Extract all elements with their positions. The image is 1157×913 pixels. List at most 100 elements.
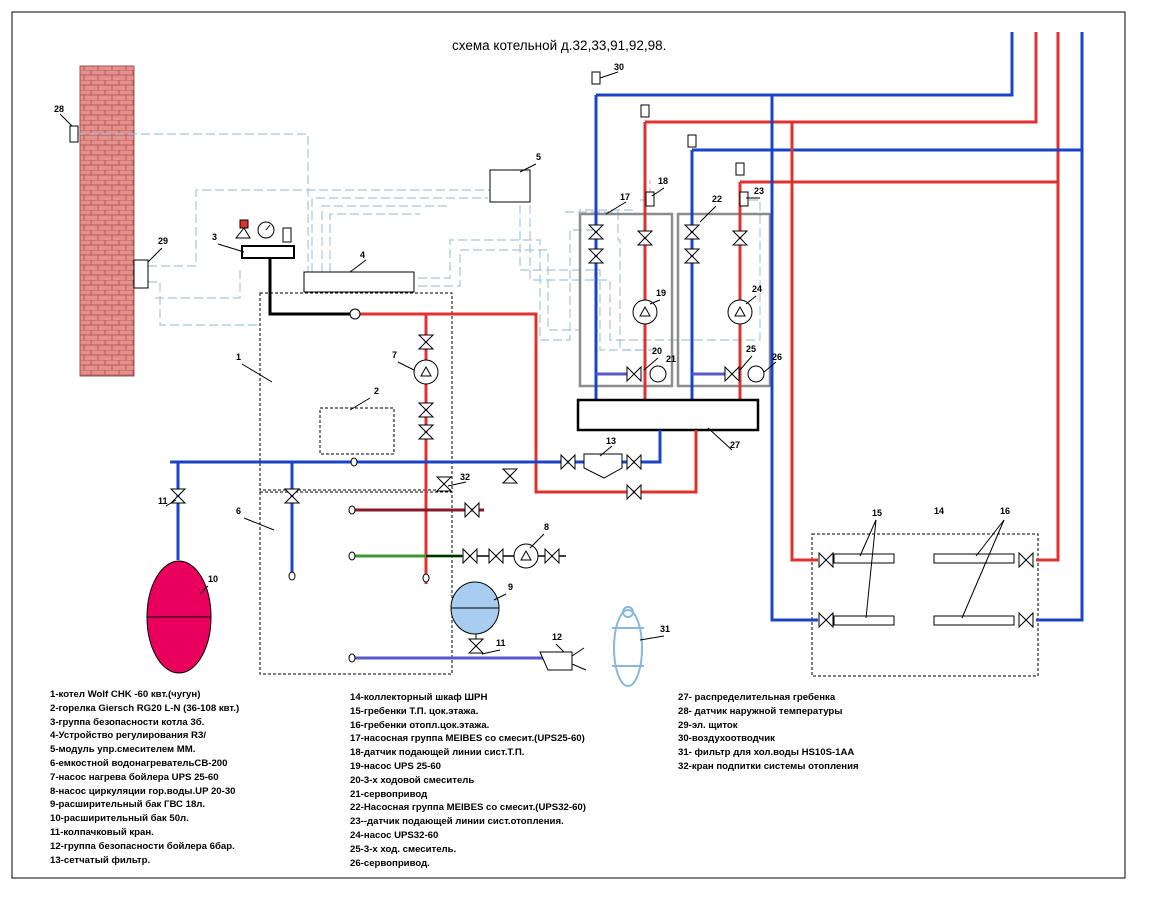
label-21: 21 <box>666 354 676 364</box>
leader-line <box>599 445 613 457</box>
legend-item: 24-насос UPS32-60 <box>350 829 439 841</box>
pump-group-pipes <box>594 95 742 400</box>
legend-item: 28- датчик наружной температуры <box>678 705 843 717</box>
legend-item: 29-эл. щиток <box>678 719 738 731</box>
pump-icon <box>727 299 753 325</box>
leader-line <box>241 363 273 383</box>
leader-line <box>147 247 163 263</box>
control-device-4 <box>303 271 415 293</box>
label-29: 29 <box>158 236 168 246</box>
valve-icon <box>587 224 605 240</box>
label-2: 2 <box>374 386 379 396</box>
legend-item: 19-насос UPS 25-60 <box>350 760 441 772</box>
pump-triangle-icon <box>734 305 746 317</box>
pump-triangle-icon <box>420 365 432 377</box>
valve-icon <box>544 547 560 565</box>
leader-line <box>643 357 659 371</box>
valve-icon <box>283 488 301 504</box>
pump-icon <box>413 359 439 385</box>
label-17: 17 <box>620 192 630 202</box>
pumps <box>413 299 765 569</box>
pump-triangle-icon <box>639 305 651 317</box>
valve-icon <box>626 483 642 501</box>
label-4: 4 <box>360 250 365 260</box>
burner-2-outline <box>319 407 395 455</box>
leader-line <box>217 243 245 253</box>
valve-icon <box>488 547 504 565</box>
boiler-safety-group-3 <box>234 219 295 259</box>
outer-frame <box>11 11 1126 879</box>
legend-column-1: 1-котел Wolf CHK -60 квт.(чугун)2-горелк… <box>50 688 239 867</box>
leader-line <box>961 519 1005 619</box>
valve-icon <box>560 453 576 471</box>
legend-item: 31- фильтр для хол.воды HS10S-1AA <box>678 747 855 759</box>
pump-group-17-frame <box>578 212 674 388</box>
valve-icon <box>169 488 187 504</box>
leader-line <box>599 71 619 79</box>
label-15: 15 <box>872 508 882 518</box>
label-11b: 11 <box>496 638 506 648</box>
valve-icon <box>626 365 642 383</box>
legend-item: 26-сервопривод. <box>350 857 430 869</box>
valve-icon <box>731 230 749 246</box>
sensors-top <box>591 71 749 207</box>
pump-icon <box>513 543 539 569</box>
label-6: 6 <box>236 506 241 516</box>
valve-icon <box>724 365 740 383</box>
legend-item: 22-Насосная группа MEIBES со смесит.(UPS… <box>350 802 586 814</box>
label-7: 7 <box>392 350 397 360</box>
legend-item: 5-модуль упр.смесителем MM. <box>50 744 196 756</box>
label-22: 22 <box>712 194 722 204</box>
legend-item: 9-расширительный бак ГВС 18л. <box>50 799 206 811</box>
label-24: 24 <box>752 284 762 294</box>
legend-item: 4-Устройство регулирования R3/ <box>50 730 206 742</box>
leader-line <box>59 113 73 127</box>
valve-icon <box>587 248 605 264</box>
leader-line <box>707 427 733 451</box>
valve-icon <box>417 334 435 350</box>
leader-line <box>763 361 777 373</box>
legend-item: 32-кран подпитки системы отопления <box>678 760 859 772</box>
pump-group-22-frame <box>676 212 772 388</box>
label-3: 3 <box>212 232 217 242</box>
pump-icon <box>632 299 658 325</box>
label-9: 9 <box>508 582 513 592</box>
legend-item: 17-насосная группа MEIBES со смесит.(UPS… <box>350 733 585 745</box>
leader-line <box>519 163 537 173</box>
legend-item: 18-датчик подающей линии сист.Т.П. <box>350 747 525 759</box>
electric-panel-29 <box>133 259 149 289</box>
legend-item: 30-воздухоотводчик <box>678 733 775 745</box>
valve-icon <box>626 453 642 471</box>
leader-line <box>529 533 545 549</box>
valve-icon <box>818 551 834 569</box>
outer-wall <box>79 65 135 377</box>
servo-icon <box>747 365 765 383</box>
label-19: 19 <box>656 288 666 298</box>
label-28: 28 <box>54 104 64 114</box>
leader-line <box>447 481 467 487</box>
mesh-filter-13 <box>583 453 623 479</box>
valve-icon <box>417 402 435 418</box>
leader-line <box>865 519 877 619</box>
legend-item: 13-сетчатый фильтр. <box>50 854 151 866</box>
valve-icon <box>435 476 453 492</box>
leader-line <box>739 355 753 371</box>
legend-item: 12-группа безопасности бойлера 6бар. <box>50 840 235 852</box>
valve-icon <box>683 248 701 264</box>
legend-item: 8-насос циркуляции гор.воды.UP 20-30 <box>50 785 236 797</box>
water-heater-6-outline <box>259 491 453 675</box>
leader-line <box>605 201 627 215</box>
diagram-title: схема котельной д.32,33,91,92,98. <box>452 38 667 53</box>
legend-item: 2-горелка Giersch RG20 L-N (36-108 квт.) <box>50 702 240 714</box>
manifold-cabinet-14-outline <box>811 533 1039 677</box>
valve-icon <box>467 638 485 654</box>
pump-triangle-icon <box>520 549 532 561</box>
manifold-branches <box>770 95 1060 622</box>
leader-line <box>165 499 177 507</box>
distribution-manifold-27 <box>576 398 760 432</box>
legend-item: 14-коллекторный шкаф ШРН <box>350 692 488 703</box>
label-18: 18 <box>658 176 668 186</box>
label-32: 32 <box>460 472 470 482</box>
